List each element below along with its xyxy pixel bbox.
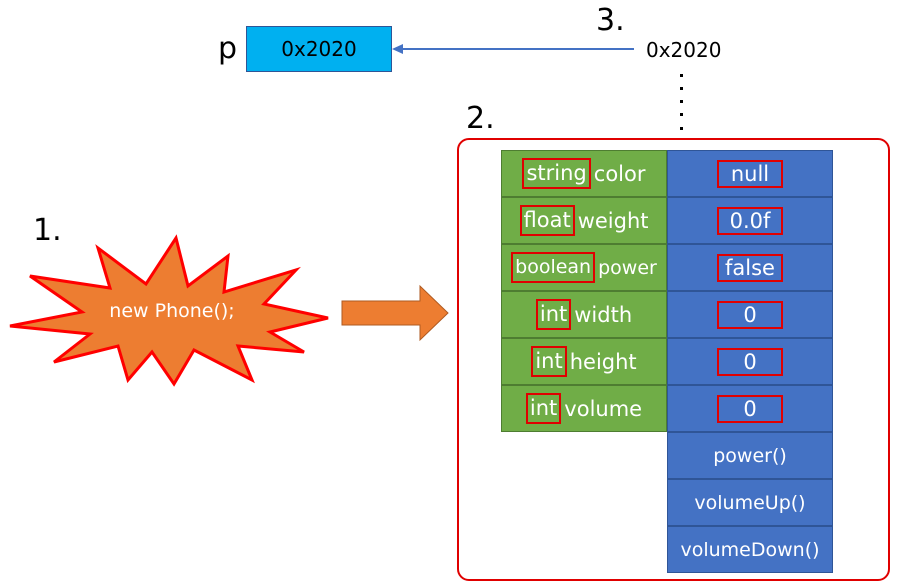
default-value-color: null	[717, 159, 783, 188]
method-power: power()	[667, 432, 833, 479]
step-1-label: 1.	[33, 213, 62, 248]
method-volume-up: volumeUp()	[667, 479, 833, 526]
field-name-volume: volume	[564, 396, 643, 421]
value-weight: 0.0f	[667, 197, 833, 244]
value-width: 0	[667, 291, 833, 338]
field-power: boolean power	[501, 244, 667, 291]
field-height: int height	[501, 338, 667, 385]
field-type-int-width: int	[535, 299, 572, 330]
field-name-weight: weight	[577, 208, 649, 233]
value-height: 0	[667, 338, 833, 385]
reference-address-box: 0x2020	[246, 26, 392, 72]
method-volume-down: volumeDown()	[667, 526, 833, 573]
reference-variable-name: p	[218, 31, 238, 66]
field-weight: float weight	[501, 197, 667, 244]
field-name-color: color	[593, 161, 646, 186]
field-type-boolean: boolean	[511, 252, 596, 283]
reference-address-value: 0x2020	[281, 37, 357, 61]
step-3-label: 3.	[596, 3, 625, 38]
heap-object-frame	[457, 138, 890, 581]
assignment-arrow	[392, 44, 634, 54]
constructor-burst	[9, 234, 329, 387]
default-value-weight: 0.0f	[717, 206, 783, 235]
field-name-width: width	[574, 302, 633, 327]
field-type-float: float	[519, 205, 575, 236]
field-volume: int volume	[501, 385, 667, 432]
constructor-call-text: new Phone();	[109, 300, 235, 322]
field-color: string color	[501, 150, 667, 197]
field-type-int-volume: int	[525, 393, 562, 424]
object-address-label: 0x2020	[646, 38, 722, 62]
field-name-power: power	[598, 256, 657, 279]
default-value-width: 0	[717, 300, 783, 329]
creation-arrow	[341, 284, 449, 342]
address-dotted-line	[680, 74, 683, 134]
step-2-label: 2.	[466, 101, 495, 136]
value-volume: 0	[667, 385, 833, 432]
default-value-height: 0	[717, 347, 783, 376]
field-name-height: height	[569, 349, 637, 374]
default-value-power: false	[717, 253, 783, 282]
field-width: int width	[501, 291, 667, 338]
field-type-int-height: int	[531, 346, 567, 377]
default-value-volume: 0	[717, 394, 783, 423]
value-power: false	[667, 244, 833, 291]
field-type-string: string	[522, 158, 591, 189]
value-color: null	[667, 150, 833, 197]
